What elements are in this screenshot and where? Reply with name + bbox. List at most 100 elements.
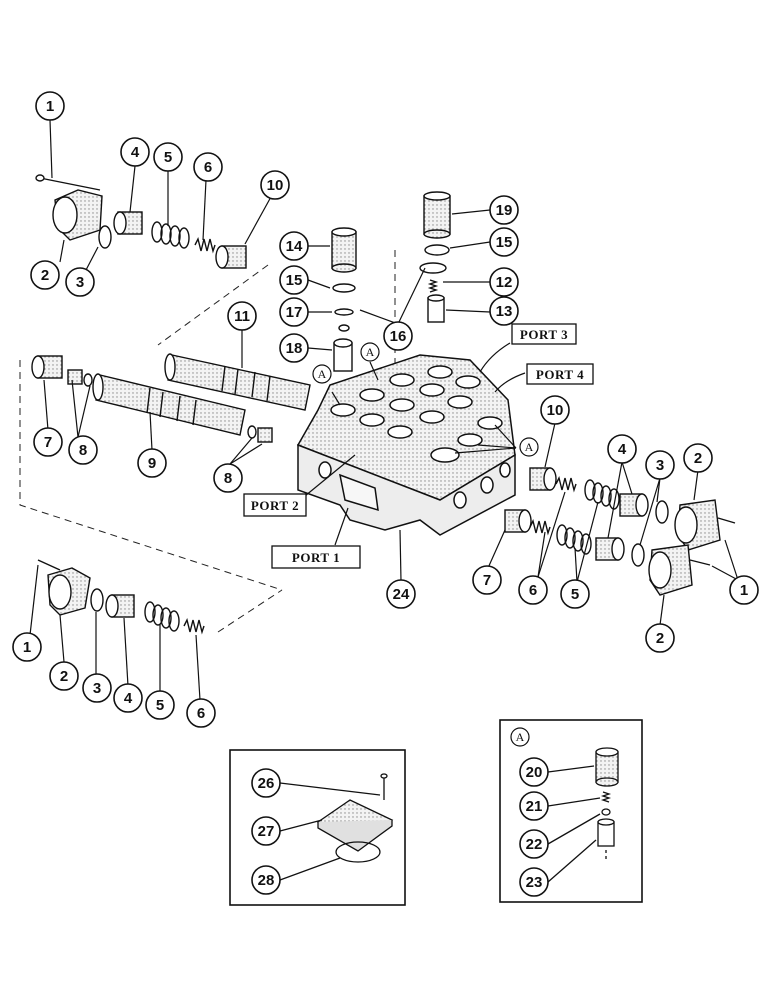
spool-end-7-left	[31, 355, 63, 379]
washer-8-left	[67, 369, 93, 387]
callout-number: 21	[526, 798, 543, 815]
callout-circle	[279, 297, 309, 327]
callout-c17: 17	[279, 297, 309, 327]
o-ring-28	[335, 841, 381, 863]
callout-c13: 13	[489, 296, 519, 326]
callout-c23: 23	[519, 867, 549, 897]
callout-circle	[12, 632, 42, 662]
callout-circle	[213, 463, 243, 493]
spring-6-right-lower	[529, 518, 551, 536]
callout-number: 20	[526, 764, 543, 781]
upper-left-end-cap-group	[35, 174, 247, 269]
callout-number: 2	[694, 450, 702, 467]
callout-circle	[683, 443, 713, 473]
callout-c3c: 3	[82, 673, 112, 703]
callout-number: 16	[390, 328, 407, 345]
callout-circle	[518, 575, 548, 605]
callout-number: 27	[258, 823, 275, 840]
cap-screw-right-lower	[689, 559, 711, 566]
callout-c16: 16	[383, 321, 413, 351]
callout-c9: 9	[137, 448, 167, 478]
callout-number: 8	[79, 442, 87, 459]
callout-number: 4	[131, 144, 140, 161]
callout-circle	[251, 816, 281, 846]
callout-c27: 27	[251, 816, 281, 846]
spring-5-right-lower	[556, 524, 592, 555]
callout-c1b: 1	[729, 575, 759, 605]
backup-ring-right	[419, 262, 447, 274]
o-ring-17b	[338, 324, 350, 332]
callout-c18: 18	[279, 333, 309, 363]
callout-c5b: 5	[560, 579, 590, 609]
callout-c4c: 4	[113, 683, 143, 713]
callout-number: 2	[60, 668, 68, 685]
relief-cartridge-right-group	[419, 191, 451, 323]
callout-number: 5	[571, 586, 579, 603]
callout-circle	[186, 698, 216, 728]
relief-cartridge-left-group	[331, 227, 357, 372]
callout-number: 14	[286, 238, 303, 255]
callout-circle	[383, 321, 413, 351]
detail-a-marker-1: A	[312, 364, 332, 384]
cap-screw-right-upper	[717, 517, 736, 524]
callout-circle	[145, 690, 175, 720]
callout-circle	[279, 265, 309, 295]
o-ring-3-right-upper	[655, 500, 669, 524]
cover-plate-27	[316, 799, 394, 852]
callout-circle	[251, 865, 281, 895]
callout-circle	[65, 267, 95, 297]
port-3-text: PORT 3	[520, 327, 568, 342]
detail-a-marker-3: A	[519, 437, 539, 457]
callout-circle	[489, 195, 519, 225]
callout-circle	[30, 260, 60, 290]
callout-circle	[33, 427, 63, 457]
callout-circle	[137, 448, 167, 478]
leader-lines	[29, 119, 739, 701]
port-2-text: PORT 2	[251, 498, 299, 513]
o-ring-17	[334, 308, 354, 316]
poppet-23	[597, 818, 615, 862]
poppet-18	[333, 338, 353, 372]
callout-number: 26	[258, 775, 275, 792]
spring-coils-upper-left	[151, 221, 190, 249]
port-label-4: PORT 4	[526, 363, 594, 385]
callout-c5a: 5	[153, 142, 183, 172]
callout-circle	[49, 661, 79, 691]
callout-c14: 14	[279, 231, 309, 261]
callout-c6a: 6	[193, 152, 223, 182]
callout-number: 2	[41, 267, 49, 284]
callout-circle	[489, 227, 519, 257]
callout-circle	[489, 267, 519, 297]
callout-c12: 12	[489, 267, 519, 297]
end-cap-upper-left	[52, 189, 103, 241]
callout-c1a: 1	[35, 91, 65, 121]
callout-c2b: 2	[683, 443, 713, 473]
callout-c7b: 7	[472, 565, 502, 595]
o-ring-lower-left	[90, 588, 104, 612]
spacer-7-right	[504, 509, 532, 533]
callout-number: 19	[496, 202, 513, 219]
callout-number: 15	[496, 234, 513, 251]
spring-5-right-upper	[584, 479, 620, 510]
callout-c1c: 1	[12, 632, 42, 662]
right-end-cap-group	[504, 467, 736, 596]
o-ring-15-left	[332, 283, 356, 293]
callout-circle	[645, 450, 675, 480]
callout-c7a: 7	[33, 427, 63, 457]
callout-circle	[519, 829, 549, 859]
callout-number: 15	[286, 272, 303, 289]
callout-c2a: 2	[30, 260, 60, 290]
callout-number: 28	[258, 872, 275, 889]
callout-number: 8	[224, 470, 232, 487]
svg-text:A: A	[366, 345, 375, 359]
callout-c24: 24	[386, 579, 416, 609]
callout-circle	[607, 434, 637, 464]
callout-number: 9	[148, 455, 156, 472]
svg-text:A: A	[525, 440, 534, 454]
cartridge-14	[331, 227, 357, 273]
callout-number: 10	[547, 402, 564, 419]
callout-number: 24	[393, 586, 410, 603]
callout-circle	[386, 579, 416, 609]
